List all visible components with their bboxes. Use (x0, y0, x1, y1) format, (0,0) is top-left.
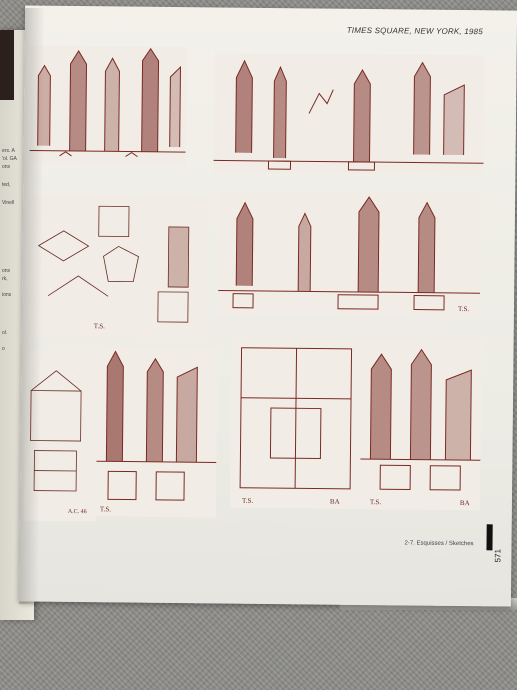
left-page-text: ol. (2, 330, 8, 336)
sketch-label-ts: T.S. (94, 322, 105, 330)
book-page: TIMES SQUARE, NEW YORK, 1985 (18, 5, 517, 607)
left-page-text: ons (2, 164, 11, 170)
sketch-towers-row-3: T.S. (217, 190, 482, 319)
sketch-label-ac: A.C. 46 (68, 509, 87, 515)
plan-sketch-drawing: A.C. 46 (30, 370, 87, 515)
sketch-label-ts: T.S. (458, 305, 469, 313)
tower-sketch-drawing (213, 59, 484, 171)
left-page-text: ted, (2, 182, 11, 188)
sketch-label-ts: T.S. (370, 498, 381, 506)
sketch-elevations: T.S. BA T.S. BA (229, 337, 482, 511)
plan-sketch-drawing: T.S. (37, 205, 190, 330)
left-page-text: Vinell (2, 200, 15, 206)
elevation-sketch-drawing: T.S. BA T.S. BA (239, 347, 481, 507)
tower-sketch-drawing (29, 47, 186, 158)
sketch-plans: T.S. (27, 195, 210, 338)
left-page-text: 'ol. GA (2, 156, 17, 162)
figure-caption: 2-7. Esquisses / Sketches (404, 540, 474, 548)
chapter-tab (486, 524, 493, 551)
sketch-label-ts: T.S. (242, 497, 253, 505)
left-page-text: rk, (2, 276, 8, 282)
sketch-towers-row-1 (29, 45, 187, 166)
tower-sketch-drawing: T.S. (218, 196, 481, 313)
sketch-plan-left: A.C. 46 (23, 350, 98, 522)
sketch-label-ba: BA (460, 499, 470, 507)
page-header: TIMES SQUARE, NEW YORK, 1985 (346, 25, 483, 37)
sketch-towers-bottom: T.S. (95, 346, 218, 518)
sketch-label-ba: BA (330, 498, 340, 506)
left-page-text: ions (2, 292, 12, 298)
page-number: 571 (493, 549, 503, 563)
left-page-text: ers. A (2, 148, 15, 154)
sketch-towers-row-2 (213, 52, 485, 176)
tower-sketch-drawing: T.S. (96, 350, 217, 513)
book-cover-edge (0, 30, 14, 100)
sketch-label-ts: T.S. (100, 505, 111, 513)
left-page-text: o (2, 346, 5, 352)
left-page-text: ons (2, 268, 11, 274)
